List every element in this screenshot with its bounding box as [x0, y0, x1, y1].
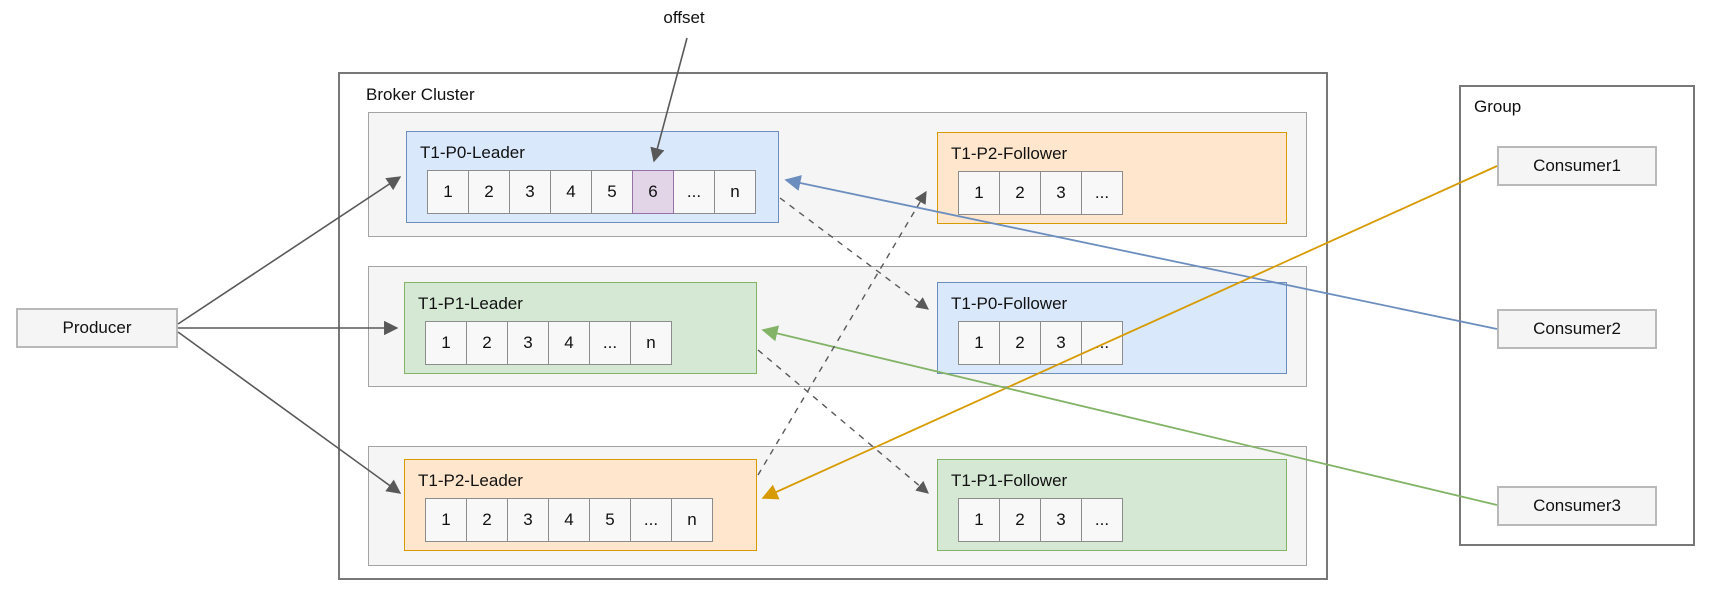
consumer3-box: Consumer3 [1497, 486, 1657, 526]
partition-cell: 1 [958, 321, 1000, 365]
partition-cell: 1 [958, 498, 1000, 542]
partition-cell: 5 [589, 498, 631, 542]
consumer1-box: Consumer1 [1497, 146, 1657, 186]
partition-cell: 1 [427, 170, 469, 214]
partition-label: T1-P0-Leader [420, 143, 525, 162]
partition-label: T1-P0-Follower [951, 294, 1068, 313]
partition-cell: 1 [425, 498, 467, 542]
partition-cell: n [630, 321, 672, 365]
partition-cell: 1 [958, 171, 1000, 215]
broker-cluster-title: Broker Cluster [366, 85, 475, 104]
partition-cell: n [671, 498, 713, 542]
partition-cell: 3 [507, 321, 549, 365]
partition-cell: 2 [468, 170, 510, 214]
partition-cell: 4 [550, 170, 592, 214]
consumer1-label: Consumer1 [1533, 156, 1621, 175]
partition-cell: ... [1081, 498, 1123, 542]
partition-label: T1-P1-Leader [418, 294, 523, 313]
partition-cell: 4 [548, 321, 590, 365]
partition-cell: 2 [466, 321, 508, 365]
partition-label: T1-P1-Follower [951, 471, 1068, 490]
partition-cell: 2 [466, 498, 508, 542]
consumer-group-title: Group [1474, 97, 1522, 116]
producer-label: Producer [62, 318, 132, 337]
partition-cell: 3 [1040, 498, 1082, 542]
consumer3-label: Consumer3 [1533, 496, 1621, 515]
partition-cell: ... [673, 170, 715, 214]
partition-cell: n [714, 170, 756, 214]
partition-cell: ... [589, 321, 631, 365]
partition-cell: 1 [425, 321, 467, 365]
consumer2-label: Consumer2 [1533, 319, 1621, 338]
partition-cell: 2 [999, 498, 1041, 542]
partition-cell: ... [1081, 171, 1123, 215]
offset-label: offset [663, 8, 705, 27]
partition-label: T1-P2-Follower [951, 144, 1068, 163]
partition-cell: 3 [507, 498, 549, 542]
partition-cell: ... [630, 498, 672, 542]
partition-cell: 5 [591, 170, 633, 214]
partition-cell-offset: 6 [632, 170, 674, 214]
partition-cell: 3 [1040, 171, 1082, 215]
partition-cell: 3 [1040, 321, 1082, 365]
partition-cell: 4 [548, 498, 590, 542]
partition-label: T1-P2-Leader [418, 471, 523, 490]
partition-cell: 2 [999, 321, 1041, 365]
consumer2-box: Consumer2 [1497, 309, 1657, 349]
partition-cell: 3 [509, 170, 551, 214]
partition-cell: 2 [999, 171, 1041, 215]
producer-box: Producer [16, 308, 178, 348]
partition-cell: ... [1081, 321, 1123, 365]
